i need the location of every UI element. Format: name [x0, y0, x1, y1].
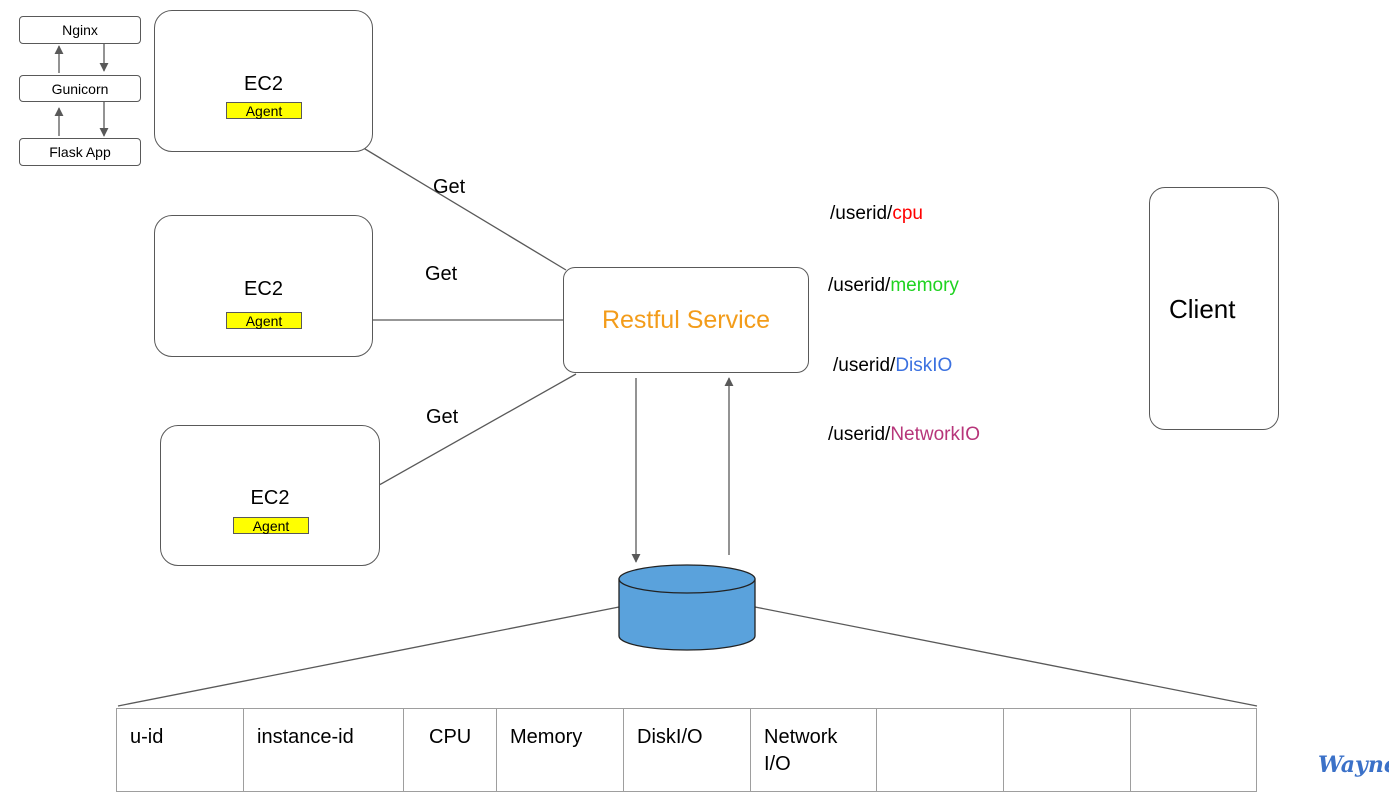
- flask-app-label: Flask App: [49, 144, 111, 160]
- route-memory: /userid/memory: [828, 275, 959, 297]
- get-label-1: Get: [433, 176, 466, 198]
- database-table: u-id instance-id CPU Memory DiskI/O Netw…: [116, 708, 1257, 792]
- ec2-node-3: EC2 Agent: [160, 425, 380, 566]
- route-resource: cpu: [892, 203, 923, 224]
- database-cylinder: [618, 564, 756, 651]
- agent-label: Agent: [252, 517, 290, 534]
- route-diskio: /userid/DiskIO: [833, 355, 952, 377]
- ec2-title: EC2: [244, 278, 283, 300]
- route-resource: DiskIO: [895, 355, 953, 376]
- table-column-empty: [1131, 709, 1256, 791]
- agent-label: Agent: [245, 102, 283, 119]
- route-resource: NetworkIO: [890, 424, 981, 445]
- route-prefix: /userid/: [830, 203, 893, 224]
- agent-badge: Agent: [226, 312, 302, 329]
- table-column-memory: Memory: [497, 709, 624, 791]
- ec2-title: EC2: [244, 73, 283, 95]
- table-column-uid: u-id: [117, 709, 244, 791]
- route-prefix: /userid/: [828, 275, 891, 296]
- restful-service-box: Restful Service: [563, 267, 809, 373]
- networkio-header: Network I/O: [764, 726, 838, 775]
- agent-badge: Agent: [233, 517, 309, 534]
- restful-service-label: Restful Service: [601, 305, 771, 334]
- gunicorn-label: Gunicorn: [51, 80, 109, 97]
- route-prefix: /userid/: [828, 424, 891, 445]
- table-column-instance-id: instance-id: [244, 709, 404, 791]
- agent-label: Agent: [245, 312, 283, 329]
- signature: Wayne: [1318, 752, 1389, 778]
- table-column-empty: [1004, 709, 1131, 791]
- table-column-networkio: Network I/O: [751, 709, 877, 791]
- client-box: Client: [1149, 187, 1279, 430]
- zoom-line-left: [117, 606, 620, 707]
- route-cpu: /userid/cpu: [830, 203, 923, 225]
- flask-app-box: Flask App: [19, 138, 141, 166]
- table-column-empty: [877, 709, 1004, 791]
- table-column-diskio: DiskI/O: [624, 709, 751, 791]
- zoom-line-right: [754, 606, 1258, 707]
- ec2-node-2: EC2 Agent: [154, 215, 373, 357]
- route-resource: memory: [890, 275, 959, 296]
- nginx-label: Nginx: [62, 22, 98, 38]
- agent-badge: Agent: [226, 102, 302, 119]
- gunicorn-box: Gunicorn: [19, 75, 141, 102]
- route-prefix: /userid/: [833, 355, 896, 376]
- ec2-node-1: EC2 Agent: [154, 10, 373, 152]
- client-label: Client: [1169, 294, 1236, 324]
- table-column-cpu: CPU: [404, 709, 497, 791]
- nginx-box: Nginx: [19, 16, 141, 44]
- ec2-title: EC2: [250, 487, 290, 509]
- get-label-2: Get: [425, 263, 458, 285]
- route-networkio: /userid/NetworkIO: [828, 424, 980, 446]
- get-label-3: Get: [426, 406, 459, 428]
